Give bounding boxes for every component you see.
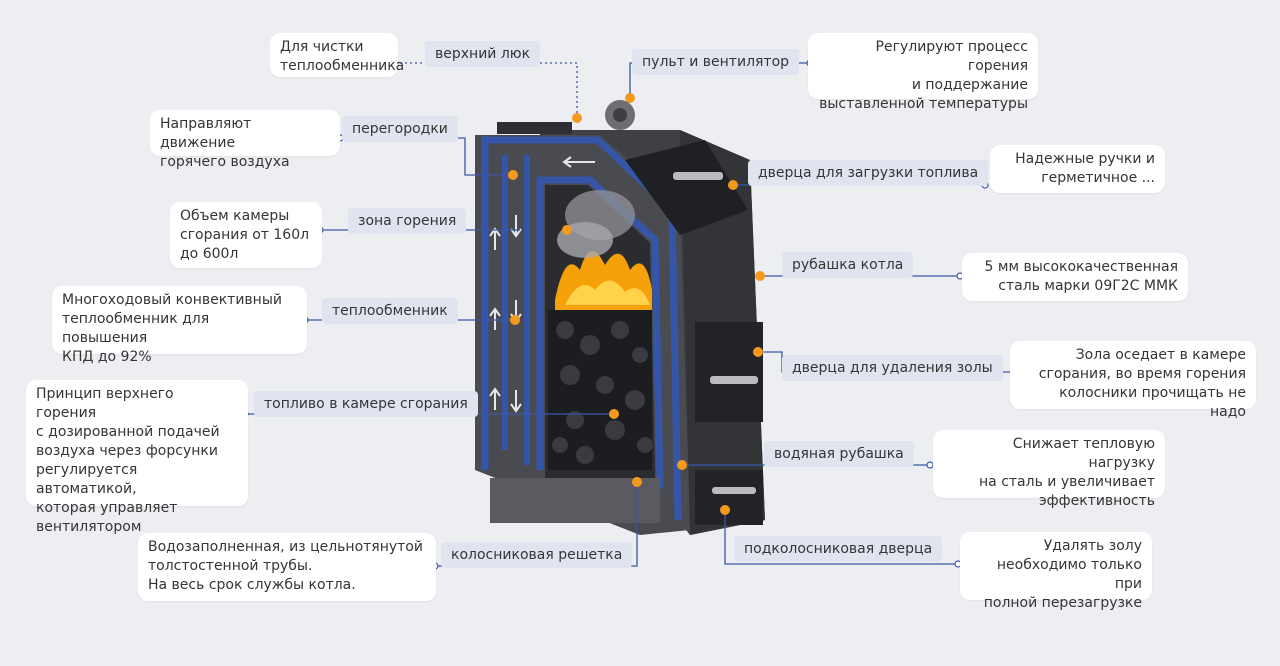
note-control-fan: Регулируют процесс горения и поддержание… <box>808 33 1038 99</box>
note-partitions: Направляют движение горячего воздуха <box>150 110 340 156</box>
note-combustion-zone: Объем камеры сгорания от 160л до 600л <box>170 202 322 268</box>
note-ash-door: Зола оседает в камере сгорания, во время… <box>1010 341 1256 409</box>
label-under-grate-door: подколосниковая дверца <box>734 536 942 562</box>
note-water-jacket: Снижает тепловую нагрузку на сталь и уве… <box>933 430 1165 498</box>
label-heat-exchanger: теплообменник <box>322 298 458 324</box>
note-heat-exchanger: Многоходовый конвективный теплообменник … <box>52 286 307 354</box>
label-control-fan: пульт и вентилятор <box>632 49 799 75</box>
label-loading-door: дверца для загрузки топлива <box>748 160 988 186</box>
label-water-jacket: водяная рубашка <box>764 441 914 467</box>
leader-partitions <box>340 138 513 175</box>
label-combustion-zone: зона горения <box>348 208 466 234</box>
note-under-grate-door: Удалять золу необходимо только при полно… <box>960 532 1152 600</box>
label-ash-door: дверца для удаления золы <box>782 355 1003 381</box>
label-top-hatch: верхний люк <box>425 41 540 67</box>
markers <box>508 93 765 515</box>
label-boiler-jacket: рубашка котла <box>782 252 913 278</box>
leader-top-hatch <box>395 63 577 118</box>
label-grate: колосниковая решетка <box>441 542 632 568</box>
note-loading-door: Надежные ручки и герметичное ... <box>990 145 1165 193</box>
note-grate: Водозаполненная, из цельнотянутой толсто… <box>138 533 436 601</box>
note-top-hatch: Для чистки теплообменника <box>270 33 398 77</box>
note-fuel: Принцип верхнего горения с дозированной … <box>26 380 248 506</box>
label-partitions: перегородки <box>342 116 458 142</box>
label-fuel: топливо в камере сгорания <box>254 391 478 417</box>
note-boiler-jacket: 5 мм высококачественная сталь марки 09Г2… <box>962 253 1188 301</box>
